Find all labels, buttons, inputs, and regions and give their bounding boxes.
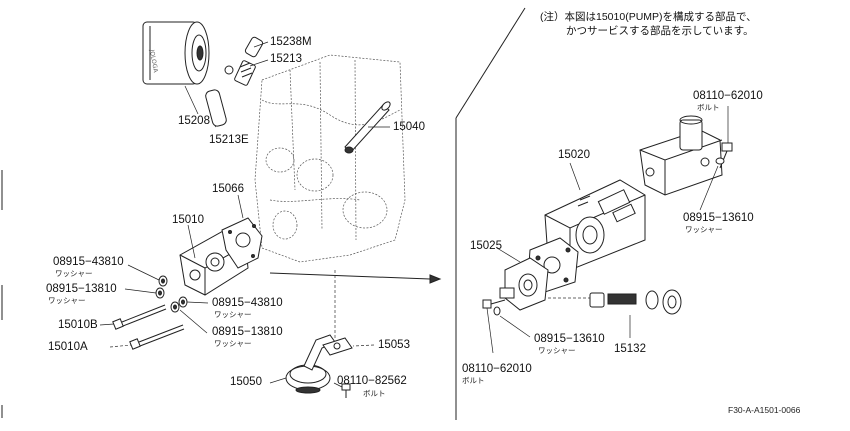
sublabel-bolt-c: ボルト [462,376,485,385]
label-08915-13610-b: 08915−13610 [534,333,605,345]
label-15010A: 15010A [48,341,88,353]
svg-text:JOLOGA: JOLOGA [148,48,159,74]
sublabel-washer-b: ワッシャー [48,296,86,305]
oil-pump-assembly-drawing [179,217,263,296]
label-08915-13610-a: 08915−13610 [683,212,754,224]
label-08915-43810-a: 08915−43810 [53,256,124,268]
label-15213E: 15213E [209,134,249,146]
figure-code: F30-A-A1501-0066 [728,405,801,415]
pump-outlet-drawing [499,257,549,311]
label-15213: 15213 [270,53,302,65]
sublabel-washer-f: ワッシャー [538,346,576,355]
label-15020: 15020 [558,149,590,161]
oil-strainer-drawing [285,334,353,398]
label-15025: 15025 [470,240,502,252]
label-08915-13810-b: 08915−13810 [212,326,283,338]
label-15066: 15066 [212,183,244,195]
sublabel-washer-c: ワッシャー [214,310,252,319]
sublabel-washer-e: ワッシャー [685,225,723,234]
label-08915-43810-b: 08915−43810 [212,297,283,309]
washers-left-drawing [155,275,188,313]
divider-lines [1,7,526,420]
label-08110-62010-a: 08110−62010 [693,90,763,102]
sublabel-bolt-b: ボルト [697,103,720,112]
label-15050: 15050 [230,376,262,388]
engine-block-drawing [254,54,406,263]
note-line-1: (注）本図は15010(PUMP)を構成する部品で、 [540,11,757,23]
bolts-right-drawing [482,142,733,316]
dipstick-tube-drawing [344,101,391,154]
label-15132: 15132 [614,343,646,355]
label-15053: 15053 [378,339,410,351]
label-15208: 15208 [178,115,210,127]
label-15238M: 15238M [270,36,312,48]
label-08110-62010-b: 08110−62010 [462,363,532,375]
label-08915-13810-a: 08915−13810 [46,283,117,295]
pump-body-drawing [639,115,723,196]
label-15040: 15040 [393,121,425,133]
sublabel-washer-d: ワッシャー [214,339,252,348]
stud-drawing [205,36,264,127]
leader-lines [99,41,729,388]
label-08110-82562: 08110−82562 [337,375,407,387]
sublabel-washer-a: ワッシャー [55,269,93,278]
note-line-2: かつサービスする部品を示しています。 [566,25,754,37]
assembly-arrow [269,272,442,284]
sublabel-bolt-a: ボルト [363,389,386,398]
relief-valve-drawing [548,289,682,315]
oil-filter-drawing: JOLOGA [142,21,210,85]
label-15010B: 15010B [58,319,98,331]
label-15010: 15010 [172,214,204,226]
bolts-left-drawing [112,304,185,350]
